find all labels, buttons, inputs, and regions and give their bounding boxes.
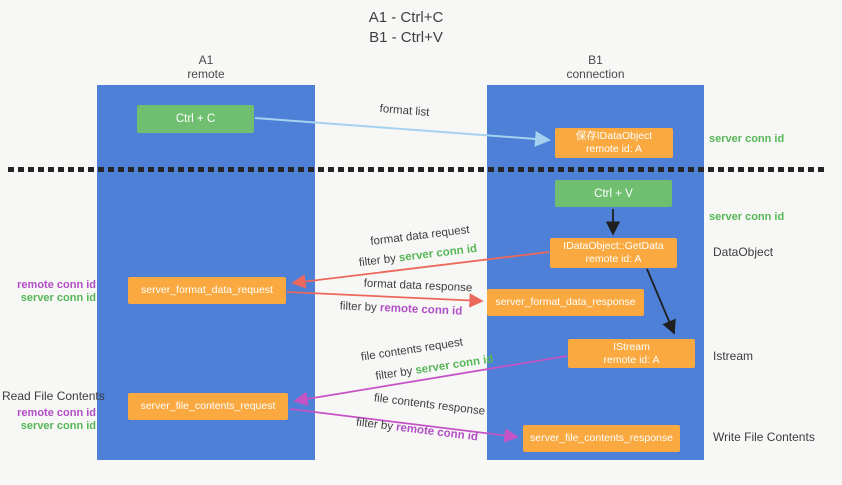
arrow-format-data-response: [286, 291, 484, 308]
annotation-left-mid-group: remote conn id server conn id: [6, 279, 96, 304]
arrow-getdata-to-istream: [646, 268, 676, 335]
filter-prefix: filter by: [339, 300, 381, 315]
session-divider-dotted-line: [8, 167, 826, 172]
node-idataobject-getdata-line1: IDataObject::GetData: [563, 240, 664, 252]
node-save-dataobject-line2: remote id: A: [585, 143, 643, 155]
node-server-format-data-response: server_format_data_response: [487, 289, 644, 316]
lane-b-id: B1: [588, 53, 603, 67]
node-istream-line2: remote id: A: [603, 353, 660, 366]
node-server-format-data-request-label: server_format_data_request: [141, 284, 273, 296]
node-server-file-contents-request-label: server_file_contents_request: [140, 400, 276, 412]
node-ctrl-c: Ctrl + C: [137, 105, 254, 133]
node-ctrl-v: Ctrl + V: [555, 180, 672, 207]
arrow-format-list: [254, 117, 551, 147]
node-ctrl-c-label: Ctrl + C: [175, 113, 216, 125]
node-idataobject-getdata-line2: remote id: A: [585, 253, 642, 265]
node-server-file-contents-response: server_file_contents_response: [523, 425, 680, 452]
annotation-remote-conn-id: remote conn id: [17, 407, 96, 419]
annotation-dataobject: DataObject: [713, 245, 774, 259]
node-save-dataobject-line1: 保存IDataObject: [575, 130, 653, 142]
node-server-file-contents-response-label: server_file_contents_response: [529, 432, 673, 444]
annotation-write-file-contents: Write File Contents: [713, 430, 815, 444]
annotation-server-conn-id: server conn id: [20, 419, 96, 432]
node-server-file-contents-request: server_file_contents_request: [128, 393, 288, 420]
lane-a-subtitle: remote: [187, 67, 225, 81]
annotation-istream: Istream: [713, 349, 754, 363]
node-ctrl-v-label: Ctrl + V: [594, 187, 633, 200]
lane-b-header: B1 connection: [487, 53, 704, 81]
node-save-dataobject: 保存IDataObject remote id: A: [555, 128, 673, 158]
annotation-read-file-contents: Read File Contents: [2, 389, 105, 403]
node-idataobject-getdata: IDataObject::GetData remote id: A: [550, 238, 677, 268]
lane-a-id: A1: [198, 53, 214, 67]
node-istream-line1: IStream: [613, 340, 650, 353]
lane-b-subtitle: connection: [566, 67, 625, 81]
lane-a-header: A1 remote: [97, 53, 315, 81]
arrow-format-data-request: [291, 251, 550, 289]
node-server-format-data-response-label: server_format_data_response: [495, 296, 636, 308]
diagram-title: A1 - Ctrl+C B1 - Ctrl+V: [281, 8, 531, 48]
annotation-server-conn-id-top: server conn id: [709, 133, 785, 145]
annotation-left-bottom-group: remote conn id server conn id: [6, 407, 96, 432]
node-istream: IStream remote id: A: [568, 339, 695, 368]
title-line-2: B1 - Ctrl+V: [369, 29, 443, 46]
annotation-server-conn-id-mid: server conn id: [709, 211, 785, 223]
annotation-remote-conn-id: remote conn id: [17, 279, 96, 291]
title-line-1: A1 - Ctrl+C: [368, 9, 444, 26]
node-server-format-data-request: server_format_data_request: [128, 277, 286, 304]
annotation-server-conn-id: server conn id: [20, 291, 96, 304]
arrow-file-contents-response: [289, 408, 519, 443]
arrow-file-contents-request: [293, 355, 568, 407]
